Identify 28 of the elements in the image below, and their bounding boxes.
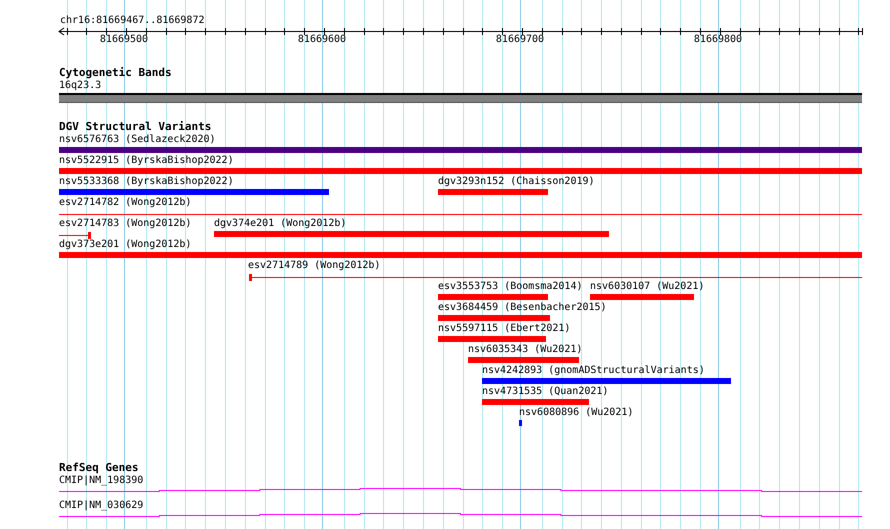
track-title: Cytogenetic Bands [59,67,172,79]
band-label: 16q23.3 [59,80,102,92]
feature-label: nsv5533368 (ByrskaBishop2022) [59,176,234,188]
tick-label: 81669800 [694,34,742,46]
feature-label: esv3553753 (Boomsma2014) [438,281,582,293]
feature-label: nsv6080896 (Wu2021) [519,407,634,419]
feature-label: esv2714783 (Wong2012b) [59,218,192,230]
tick-label: 81669700 [496,34,544,46]
feature-label: dgv374e201 (Wong2012b) [214,218,346,230]
gene-label: CMIP|NM_030629 [59,500,144,512]
feature-label: nsv5522915 (ByrskaBishop2022) [59,155,234,167]
gene-label: CMIP|NM_198390 [59,475,144,487]
track-title: DGV Structural Variants [59,121,212,133]
feature-label: nsv4242893 (gnomADStructuralVariants) [482,365,705,377]
feature-label: esv2714782 (Wong2012b) [59,197,192,209]
feature-label: nsv6030107 (Wu2021) [590,281,704,293]
tick-label: 81669500 [100,34,148,46]
feature-label: nsv6576763 (Sedlazeck2020) [59,134,216,146]
feature-label: dgv3293n152 (Chaisson2019) [438,176,595,188]
feature-label: nsv4731535 (Quan2021) [482,386,608,398]
track-title: RefSeq Genes [59,462,138,474]
tick-label: 81669600 [298,34,346,46]
feature-label: nsv6035343 (Wu2021) [468,344,582,356]
feature-label: esv2714789 (Wong2012b) [248,260,380,272]
locus-label: chr16:81669467..81669872 [60,15,204,27]
feature-label: esv3684459 (Besenbacher2015) [438,302,607,314]
feature-label: nsv5597115 (Ebert2021) [438,323,570,335]
feature-label: dgv373e201 (Wong2012b) [59,239,192,251]
